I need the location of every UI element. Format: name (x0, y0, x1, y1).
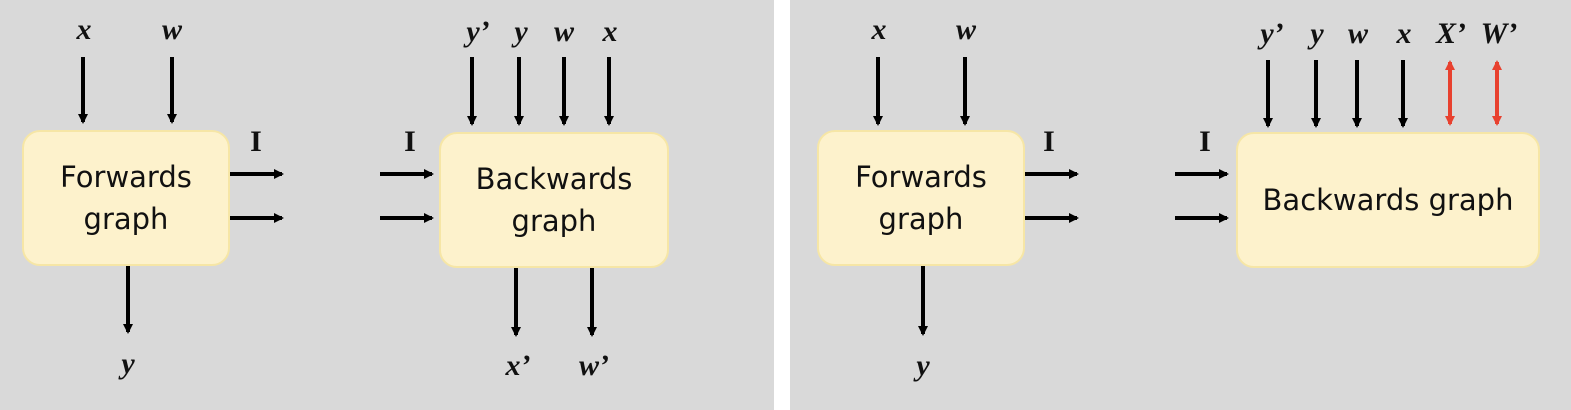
label-yprime: y’ (466, 15, 490, 48)
forwards-graph-label-line1: Forwards (855, 160, 987, 194)
forwards-graph-label-line2: graph (878, 202, 964, 236)
forwards-graph-box: Forwards graph (817, 130, 1025, 266)
label-wprime: w’ (579, 349, 609, 382)
label-x: x (76, 13, 92, 46)
backwards-graph-label: Backwards graph (1262, 183, 1514, 217)
label-Xprime: X’ (1436, 17, 1466, 50)
right-panel: Forwards graph Backwards graph x w y I I… (790, 0, 1571, 410)
label-y-back: y (514, 15, 528, 48)
backwards-graph-label-line2: graph (511, 204, 597, 238)
right-arrows (873, 57, 1502, 336)
label-intermediate-out: I (250, 125, 262, 158)
label-w: w (161, 13, 183, 46)
forwards-graph-label-line2: graph (83, 202, 169, 236)
forwards-graph-label-line1: Forwards (60, 160, 192, 194)
label-x-back: x (602, 15, 618, 48)
backwards-graph-box: Backwards graph (439, 132, 669, 268)
label-intermediate-in: I (1199, 125, 1211, 158)
label-x-back: x (1396, 17, 1412, 50)
label-y: y (121, 347, 135, 380)
left-arrows (78, 57, 614, 337)
label-intermediate-out: I (1043, 125, 1055, 158)
label-intermediate-in: I (404, 125, 416, 158)
label-w-back: w (1347, 17, 1369, 50)
label-y: y (916, 349, 930, 382)
label-xprime: x’ (505, 349, 531, 382)
label-x: x (871, 13, 887, 46)
label-Wprime: W’ (1480, 17, 1518, 50)
label-w: w (955, 13, 977, 46)
label-w-back: w (553, 15, 575, 48)
forwards-graph-box: Forwards graph (22, 130, 230, 266)
label-y-back: y (1310, 17, 1324, 50)
label-yprime: y’ (1260, 17, 1284, 50)
left-panel: Forwards graph Backwards graph x w y I I… (0, 0, 774, 410)
backwards-graph-box: Backwards graph (1236, 132, 1540, 268)
backwards-graph-label-line1: Backwards (475, 162, 633, 196)
